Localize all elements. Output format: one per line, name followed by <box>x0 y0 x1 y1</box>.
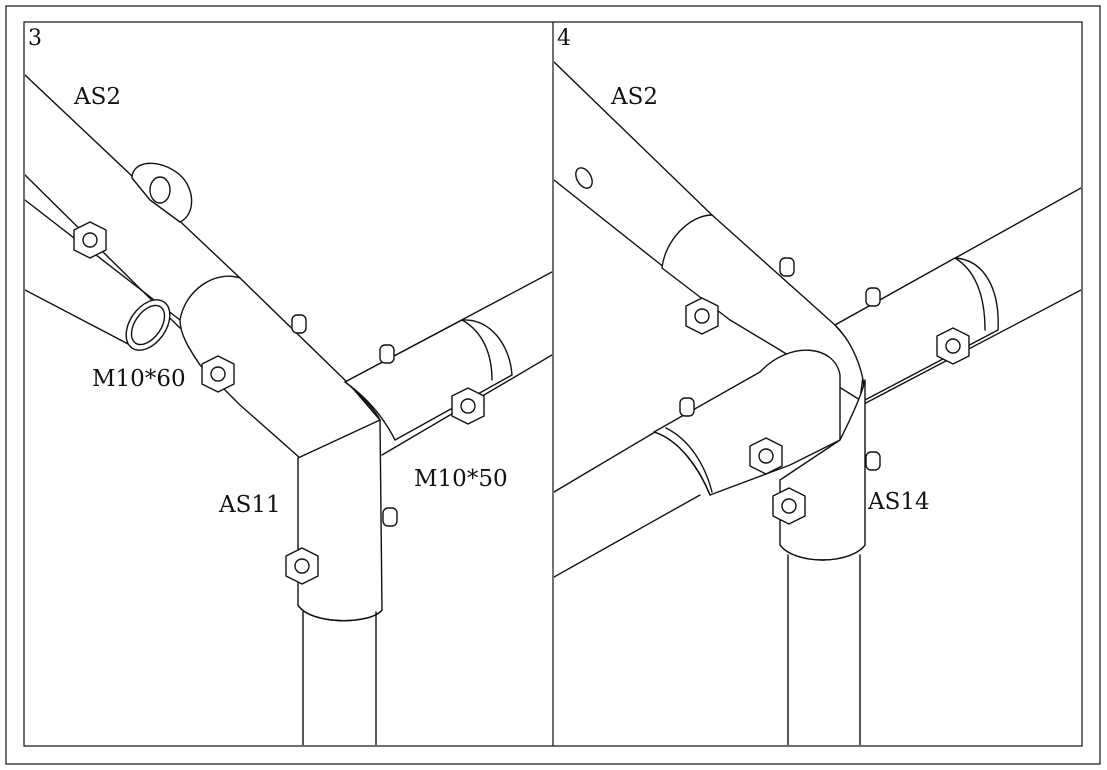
hex-bolt-icon <box>201 355 235 393</box>
label-as14: AS14 <box>868 489 930 515</box>
panel-4-number: 4 <box>557 26 571 51</box>
panel-3-drawing <box>25 74 552 745</box>
corner-connector-as11 <box>179 271 552 745</box>
outer-frame <box>5 5 1101 765</box>
tube-as2-panel4 <box>554 61 713 269</box>
label-as2-panel4: AS2 <box>611 84 658 110</box>
label-m10x60: M10*60 <box>92 366 186 392</box>
label-as11: AS11 <box>219 492 281 518</box>
label-m10x50: M10*50 <box>414 466 508 492</box>
hex-bolt-icon <box>73 221 107 259</box>
panel-4-drawing <box>554 61 1081 745</box>
hex-bolt-icon <box>749 437 783 475</box>
hex-bolt-icon <box>685 297 719 335</box>
hex-bolt-icon <box>285 547 319 585</box>
hex-bolt-icon <box>451 387 485 425</box>
hex-bolt-icon <box>772 487 806 525</box>
hex-bolt-icon <box>936 327 970 365</box>
label-as2: AS2 <box>74 84 121 110</box>
panel-3-number: 3 <box>28 26 42 51</box>
tube-lower-left <box>25 199 181 351</box>
